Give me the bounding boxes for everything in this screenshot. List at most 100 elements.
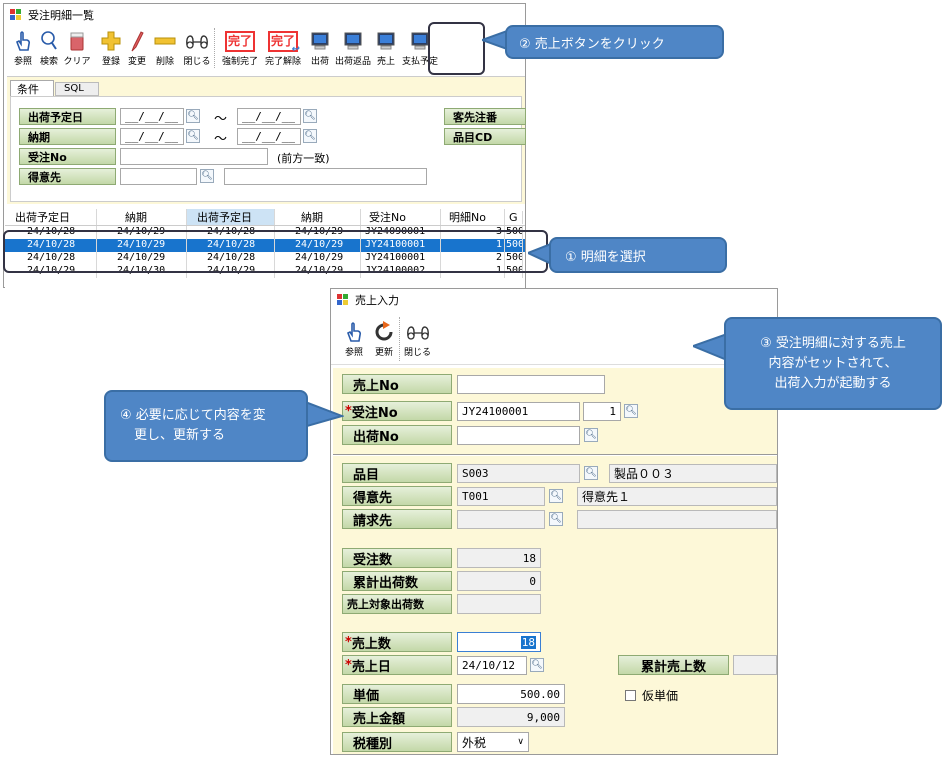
- clear-button[interactable]: クリア: [62, 26, 92, 70]
- ship-date-to-lookup[interactable]: 🔍︎: [303, 109, 317, 123]
- callout-4-pointer: [300, 398, 344, 430]
- item-lookup-button[interactable]: 🔍︎: [584, 466, 598, 480]
- table-cell: 24/10/28: [5, 252, 97, 265]
- sales-target-qty-field: [457, 594, 541, 614]
- delete-button[interactable]: 削除: [150, 26, 180, 70]
- callout-3-line: ③ 受注明細に対する売上: [760, 335, 906, 351]
- due-date-to-input[interactable]: __/__/__: [237, 128, 301, 145]
- sales-button[interactable]: 売上: [372, 26, 400, 70]
- sales-qty-value: 18: [520, 635, 536, 649]
- force-complete-button[interactable]: 完了 強制完了: [220, 26, 260, 70]
- table-cell: JY24100001: [361, 252, 441, 265]
- due-date-from-input[interactable]: __/__/__: [120, 128, 184, 145]
- chevron-down-icon: ∨: [517, 737, 524, 747]
- sales-input-window: 売上入力 参照 更新 閉じる 売上No *受注No JY24100001 1 🔍…: [330, 288, 778, 755]
- due-date-to-lookup[interactable]: 🔍︎: [303, 129, 317, 143]
- tab-conditions[interactable]: 条件: [10, 80, 54, 96]
- list-toolbar: 参照 検索 クリア 登録 変更 削除 閉じる 完了 強制完了: [4, 26, 525, 72]
- tab-sql[interactable]: SQL: [55, 82, 99, 96]
- table-cell: 500: [506, 252, 523, 265]
- tax-type-select[interactable]: 外税 ∨: [457, 732, 529, 752]
- callout-2: ② 売上ボタンをクリック: [505, 25, 724, 59]
- billing-name-field: [577, 510, 777, 529]
- magnifier-icon: 🔍︎: [187, 111, 199, 121]
- sales-qty-input[interactable]: 18: [457, 632, 541, 652]
- order-no-input[interactable]: [120, 148, 268, 165]
- grid-header-cell[interactable]: 明細No: [441, 209, 505, 225]
- grid-header-cell[interactable]: G: [505, 210, 523, 224]
- callout-3: ③ 受注明細に対する売上 内容がセットされて、 出荷入力が起動する: [724, 317, 942, 410]
- complete-cancel-button[interactable]: 完了↩ 完了解除: [260, 26, 306, 70]
- list-window-title: 受注明細一覧: [28, 9, 94, 22]
- sales-button-highlight: [428, 22, 485, 75]
- magnifier-icon: 🔍︎: [550, 514, 562, 524]
- order-no-input[interactable]: JY24100001: [457, 402, 580, 421]
- computer-icon: [344, 32, 362, 50]
- order-line-input[interactable]: 1: [583, 402, 621, 421]
- order-lookup-button[interactable]: 🔍︎: [624, 404, 638, 418]
- table-cell: 2: [441, 252, 505, 265]
- customer-code-field[interactable]: T001: [457, 487, 545, 506]
- customer-lookup-button[interactable]: 🔍︎: [549, 489, 563, 503]
- plus-icon: [101, 31, 121, 51]
- item-name-field: 製品００３: [609, 464, 777, 483]
- unit-price-input[interactable]: 500.00: [457, 684, 565, 704]
- pencil-icon: [131, 31, 144, 52]
- checkbox-box[interactable]: [625, 690, 636, 701]
- callout-2-text: ② 売上ボタンをクリック: [519, 36, 665, 52]
- close-button[interactable]: 閉じる: [180, 26, 214, 70]
- required-mark: *: [345, 657, 352, 673]
- sales-window-title: 売上入力: [355, 294, 399, 307]
- ship-date-from-lookup[interactable]: 🔍︎: [186, 109, 200, 123]
- browse-button[interactable]: 参照: [10, 26, 36, 70]
- sales-date-lookup-button[interactable]: 🔍︎: [530, 658, 544, 672]
- grid-header-cell[interactable]: 納期: [97, 209, 187, 225]
- order-qty-label: 受注数: [342, 548, 452, 568]
- item-code-field[interactable]: S003: [457, 464, 580, 483]
- ship-return-button[interactable]: 出荷返品: [334, 26, 372, 70]
- billing-code-field[interactable]: [457, 510, 545, 529]
- ship-no-input[interactable]: [457, 426, 580, 445]
- app-icon: [10, 9, 22, 21]
- table-cell: 24/10/29: [97, 252, 187, 265]
- update-button[interactable]: 更新: [369, 317, 399, 361]
- section-divider: [333, 454, 777, 456]
- order-qty-field: 18: [457, 548, 541, 568]
- grid-header-cell[interactable]: 出荷予定日: [187, 209, 275, 225]
- provisional-price-checkbox[interactable]: 仮単価: [625, 687, 678, 704]
- ship-lookup-button[interactable]: 🔍︎: [584, 428, 598, 442]
- magnifier-icon: 🔍︎: [531, 660, 543, 670]
- edit-button[interactable]: 変更: [124, 26, 150, 70]
- ship-date-from-input[interactable]: __/__/__: [120, 108, 184, 125]
- complete-undo-stamp-icon: 完了: [267, 30, 298, 52]
- customer-name-input[interactable]: [224, 168, 427, 185]
- table-cell: 24/10/28: [187, 239, 275, 252]
- billing-lookup-button[interactable]: 🔍︎: [549, 512, 563, 526]
- search-button[interactable]: 検索: [36, 26, 62, 70]
- sales-date-input[interactable]: 24/10/12: [457, 656, 527, 675]
- sales-target-qty-label: 売上対象出荷数: [342, 594, 452, 614]
- payment-schedule-button[interactable]: 支払予定: [400, 26, 440, 70]
- selection-highlight: [3, 230, 548, 273]
- client-order-no-label: 客先注番: [444, 108, 526, 125]
- customer-lookup[interactable]: 🔍︎: [200, 169, 214, 183]
- tax-type-label: 税種別: [342, 732, 452, 752]
- due-date-from-lookup[interactable]: 🔍︎: [186, 129, 200, 143]
- customer-code-input[interactable]: [120, 168, 197, 185]
- grid-header-cell[interactable]: 出荷予定日: [5, 209, 97, 225]
- browse-button[interactable]: 参照: [339, 317, 369, 361]
- ship-no-label: 出荷No: [342, 425, 452, 445]
- binoculars-icon: [186, 35, 208, 49]
- ship-button[interactable]: 出荷: [306, 26, 334, 70]
- ship-date-to-input[interactable]: __/__/__: [237, 108, 301, 125]
- magnifier-icon: 🔍︎: [187, 131, 199, 141]
- grid-header-cell[interactable]: 納期: [275, 209, 361, 225]
- prefix-match-note: (前方一致): [277, 152, 330, 165]
- sales-date-label: *売上日: [342, 655, 452, 675]
- close-button[interactable]: 閉じる: [399, 317, 435, 361]
- grid-header-cell[interactable]: 受注No: [361, 209, 441, 225]
- register-button[interactable]: 登録: [98, 26, 124, 70]
- sales-no-input[interactable]: [457, 375, 605, 394]
